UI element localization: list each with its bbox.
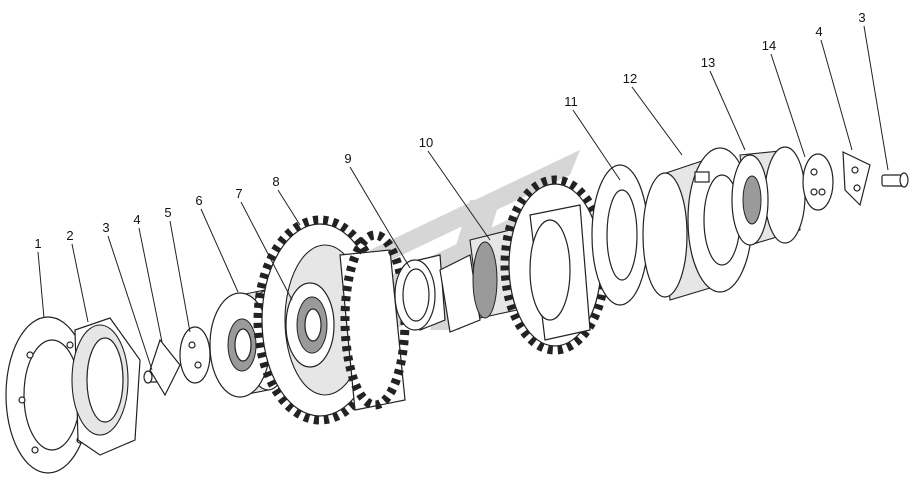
callout-10: 10 (419, 135, 433, 150)
callout-12: 12 (623, 71, 637, 86)
callout-13: 13 (701, 55, 715, 70)
part-5-washer (179, 326, 211, 384)
part-4-lock-plate-right (842, 151, 871, 207)
callout-5: 5 (164, 205, 171, 220)
callout-7: 7 (235, 186, 242, 201)
part-9-spacer-ring (394, 254, 446, 331)
leader-lines (37, 25, 889, 371)
part-3-bolt-right (881, 172, 909, 188)
part-4-lock-plate-left (149, 338, 181, 397)
part-10-splined-shaft (439, 175, 633, 355)
callout-9: 9 (344, 151, 351, 166)
callout-6: 6 (195, 193, 202, 208)
callout-3-right: 3 (858, 10, 865, 25)
part-7-roller-bearing (285, 282, 335, 368)
callout-8: 8 (272, 174, 279, 189)
part-13-bearing (731, 146, 806, 246)
part-11-gasket (591, 164, 649, 306)
callout-2: 2 (66, 228, 73, 243)
callout-3: 3 (102, 220, 109, 235)
part-14-end-washer (802, 153, 834, 211)
callout-1: 1 (34, 236, 41, 251)
callout-4: 4 (133, 212, 140, 227)
callout-11: 11 (564, 94, 578, 109)
callout-14: 14 (762, 38, 776, 53)
callout-4-right: 4 (815, 24, 822, 39)
callout-labels: 1 2 3 4 5 6 7 8 9 10 11 12 13 14 4 3 (34, 10, 865, 251)
part-2-housing-cover (71, 317, 141, 456)
